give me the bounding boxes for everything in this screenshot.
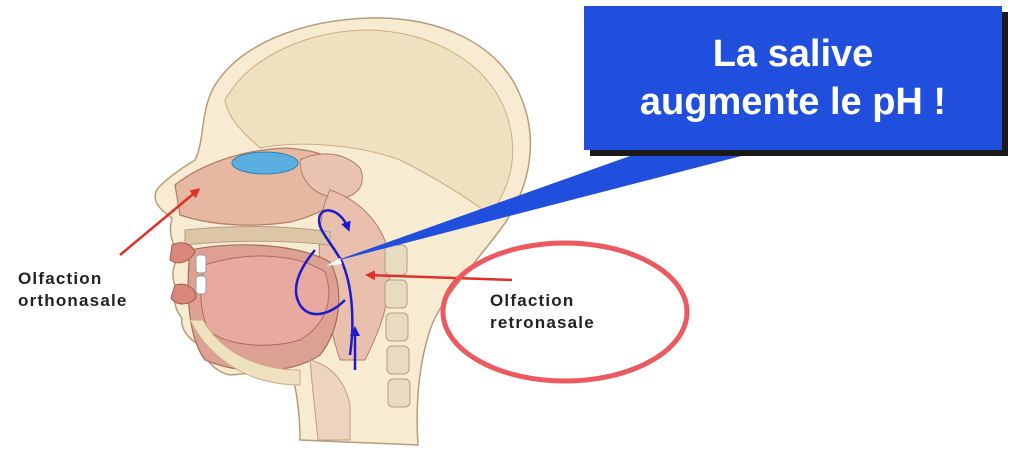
callout-text-line-2: augmente le pH ! — [640, 78, 946, 126]
label-ortho-line-1: Olfaction — [18, 268, 128, 290]
olfactory-epithelium — [232, 152, 298, 174]
label-retro-line-1: Olfaction — [490, 290, 595, 312]
label-olfaction-retronasale: Olfaction retronasale — [490, 290, 595, 334]
callout-text-line-1: La salive — [713, 30, 874, 78]
lower-teeth — [196, 276, 206, 294]
label-ortho-line-2: orthonasale — [18, 290, 128, 312]
callout-box: La salive augmente le pH ! — [584, 6, 1002, 150]
tongue — [201, 256, 329, 345]
vertebrae — [385, 245, 410, 407]
label-olfaction-orthonasale: Olfaction orthonasale — [18, 268, 128, 312]
label-retro-line-2: retronasale — [490, 312, 595, 334]
upper-teeth — [196, 255, 206, 273]
